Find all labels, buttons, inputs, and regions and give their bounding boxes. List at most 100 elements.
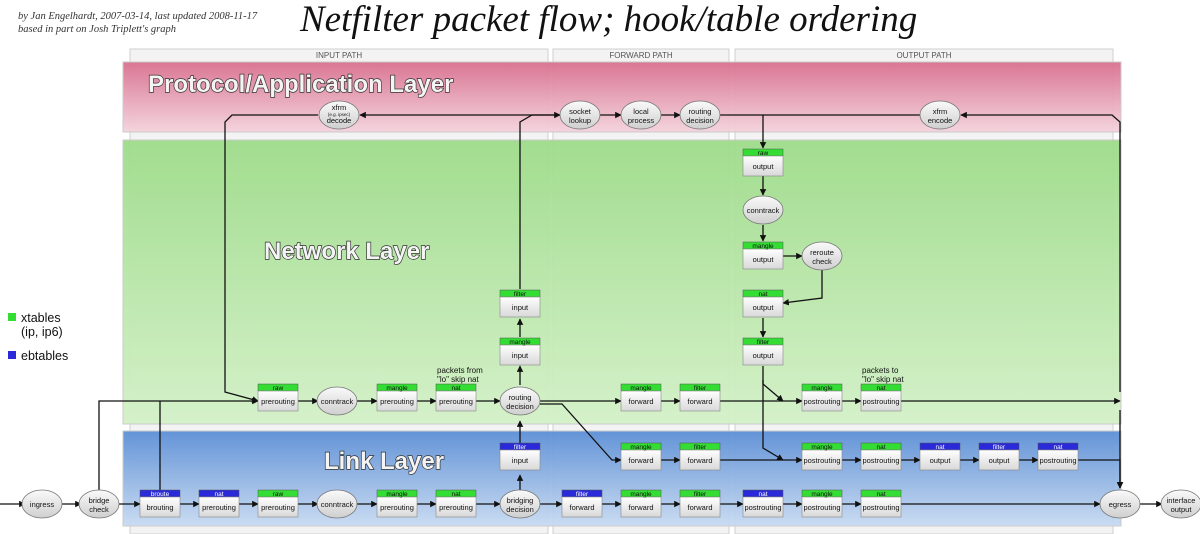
note-lo-prerouting-2: "lo" skip nat <box>437 375 479 384</box>
br-mangle-prerouting-chain: mangle prerouting <box>376 489 418 518</box>
chain-hook: prerouting <box>261 397 295 406</box>
chain-table: mangle <box>386 385 408 392</box>
conntrack-net-node: conntrack <box>316 386 358 416</box>
chain-hook: prerouting <box>439 397 473 406</box>
chain-table: filter <box>694 491 707 498</box>
chain-table: raw <box>758 150 769 157</box>
chain-hook: forward <box>687 503 712 512</box>
chain-hook: prerouting <box>439 503 473 512</box>
node-label: routing <box>509 393 532 402</box>
chain-hook: input <box>512 351 529 360</box>
chain-table: mangle <box>386 491 408 498</box>
chain-hook: postrouting <box>744 503 781 512</box>
chain-hook: forward <box>628 456 653 465</box>
chain-table: mangle <box>811 444 833 451</box>
ebtables-swatch <box>8 351 16 359</box>
raw-prerouting-chain: raw prerouting <box>257 383 299 412</box>
chain-table: filter <box>576 491 589 498</box>
chain-hook: postrouting <box>803 397 840 406</box>
chain-hook: prerouting <box>380 397 414 406</box>
chain-table: filter <box>694 385 707 392</box>
link-layer-label: Link Layer <box>324 448 444 475</box>
chain-table: nat <box>1053 444 1062 451</box>
chain-hook: brouting <box>146 503 173 512</box>
arrow <box>782 268 823 306</box>
chain-hook: forward <box>628 503 653 512</box>
arrow <box>540 403 622 464</box>
chain-table: broute <box>151 491 170 498</box>
chain-table: nat <box>758 291 767 298</box>
note-lo-postrouting-1: packets to <box>862 366 899 375</box>
mangle-postrouting-chain: mangle postrouting <box>801 383 843 412</box>
chain-hook: prerouting <box>380 503 414 512</box>
legend-xtables-label: xtables <box>21 311 61 325</box>
chain-table: nat <box>451 385 460 392</box>
arrow <box>98 397 259 490</box>
chain-hook: postrouting <box>803 503 840 512</box>
chain-hook: output <box>753 255 775 264</box>
node-label: bridge <box>89 496 110 505</box>
node-label: process <box>628 116 655 125</box>
chain-hook: output <box>753 162 775 171</box>
xtables-swatch <box>8 313 16 321</box>
chain-table: nat <box>876 385 885 392</box>
chain-hook: postrouting <box>862 397 899 406</box>
legend-xtables-sub: (ip, ip6) <box>21 325 63 339</box>
attribution-line-2: based in part on Josh Triplett's graph <box>18 24 177 35</box>
node-label: reroute <box>810 248 834 257</box>
node-label: encode <box>928 116 953 125</box>
legend-xtables: xtables <box>8 311 68 325</box>
chain-table: nat <box>876 444 885 451</box>
chain-table: mangle <box>630 491 652 498</box>
legend-ebtables: ebtables <box>8 349 68 363</box>
network-layer-label: Network Layer <box>264 238 429 265</box>
node-label: conntrack <box>321 500 354 509</box>
eb-nat-output-chain: nat output <box>919 442 961 471</box>
eb-filter-forward-chain: filter forward <box>561 489 603 518</box>
node-label: routing <box>689 107 712 116</box>
attribution-line-1: by Jan Engelhardt, 2007-03-14, last upda… <box>18 11 258 22</box>
node-label: check <box>812 257 832 266</box>
node-label: interface <box>1167 496 1196 505</box>
input-path-label: INPUT PATH <box>316 51 362 60</box>
chain-hook: output <box>930 456 952 465</box>
application-layer-label: Protocol/Application Layer <box>148 71 453 98</box>
chain-hook: input <box>512 456 529 465</box>
node-label: conntrack <box>321 397 354 406</box>
node-label: xfrm <box>933 107 948 116</box>
eb-broute-brouting-chain: broute brouting <box>139 489 181 518</box>
chain-table: mangle <box>811 385 833 392</box>
node-label: decision <box>506 402 534 411</box>
chain-hook: postrouting <box>803 456 840 465</box>
br-mangle-postrouting-chain: mangle postrouting <box>801 442 843 471</box>
br-nat-postrouting-chain: nat postrouting <box>860 442 902 471</box>
chain-hook: output <box>989 456 1011 465</box>
xfrm-decode-node: xfrm(e.g. ipsec)decode <box>318 100 360 130</box>
chain-hook: output <box>753 351 775 360</box>
chain-hook: forward <box>687 456 712 465</box>
note-lo-postrouting-2: "lo" skip nat <box>862 375 904 384</box>
node-label: decision <box>686 116 714 125</box>
node-label: output <box>1171 505 1193 514</box>
chain-table: nat <box>935 444 944 451</box>
chain-hook: postrouting <box>862 503 899 512</box>
note-lo-prerouting-1: packets from <box>437 366 483 375</box>
chain-hook: forward <box>569 503 594 512</box>
mangle-prerouting-chain: mangle prerouting <box>376 383 418 412</box>
page-title: Netfilter packet flow; hook/table orderi… <box>300 0 918 40</box>
nodes: xfrm(e.g. ipsec)decodesocketlookuplocalp… <box>21 100 1200 519</box>
chain-hook: prerouting <box>261 503 295 512</box>
forward-path-label: FORWARD PATH <box>609 51 672 60</box>
chain-table: raw <box>273 385 284 392</box>
chain-hook: postrouting <box>862 456 899 465</box>
